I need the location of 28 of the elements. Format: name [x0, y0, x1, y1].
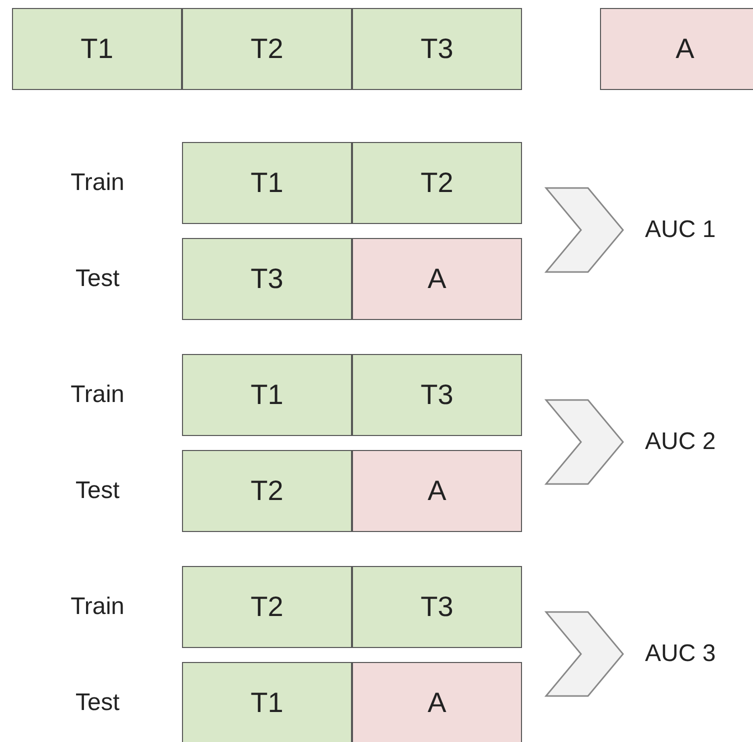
row-label: Test	[74, 476, 120, 506]
training-cell: T2	[182, 8, 352, 90]
training-cell: T2	[352, 142, 522, 224]
training-cell: T3	[182, 238, 352, 320]
training-cell: T3	[352, 8, 522, 90]
row-label: Train	[70, 380, 126, 410]
anomaly-cell: A	[352, 450, 522, 532]
training-cell: T2	[182, 566, 352, 648]
row-label: Test	[74, 264, 120, 294]
training-cell: T2	[182, 450, 352, 532]
anomaly-cell: A	[352, 238, 522, 320]
score-label: AUC 1	[645, 210, 745, 250]
chevron-arrow	[544, 399, 624, 485]
anomaly-cell: A	[352, 662, 522, 742]
score-label: AUC 3	[645, 634, 745, 674]
training-cell: T1	[182, 142, 352, 224]
training-cell: T3	[352, 354, 522, 436]
training-cell: T1	[182, 354, 352, 436]
training-cell: T1	[182, 662, 352, 742]
row-label: Test	[74, 688, 120, 718]
training-cell: T1	[12, 8, 182, 90]
score-label: AUC 2	[645, 422, 745, 462]
row-label: Train	[70, 592, 126, 622]
chevron-arrow	[544, 611, 624, 697]
chevron-arrow	[544, 187, 624, 273]
anomaly-cell: A	[600, 8, 753, 90]
row-label: Train	[70, 168, 126, 198]
training-cell: T3	[352, 566, 522, 648]
